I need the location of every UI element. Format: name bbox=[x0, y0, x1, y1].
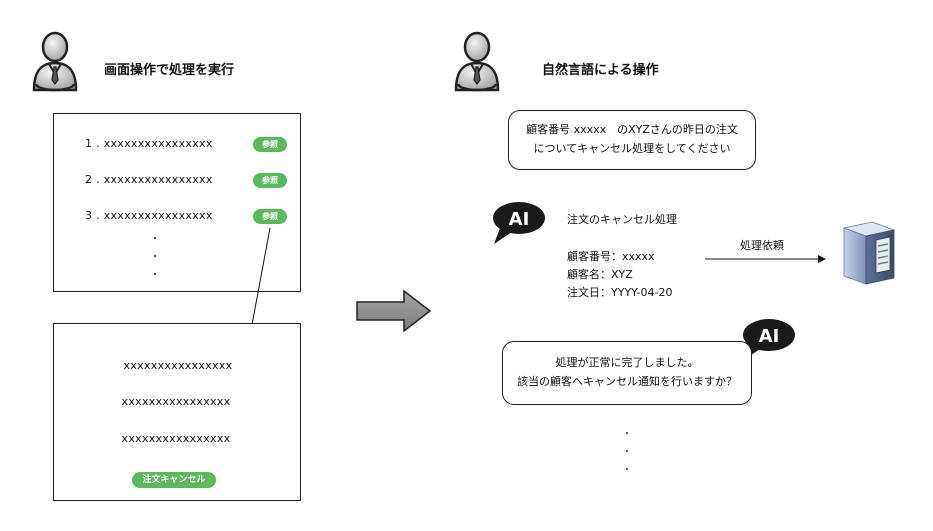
ai-response-line1: 処理が正常に完了しました。 bbox=[555, 356, 699, 369]
list-screen-panel: 1 . xxxxxxxxxxxxxxxx 参照 2 . xxxxxxxxxxxx… bbox=[53, 113, 301, 292]
detail-field: xxxxxxxxxxxxxxxx bbox=[121, 432, 231, 445]
detail-field: xxxxxxxxxxxxxxxx bbox=[121, 395, 231, 408]
ai-response-bubble: 処理が正常に完了しました。 該当の顧客へキャンセル通知を行いますか？ bbox=[502, 341, 752, 405]
list-item-text: 3 . xxxxxxxxxxxxxxxx bbox=[85, 209, 213, 222]
reference-button[interactable]: 参照 bbox=[253, 173, 287, 188]
detail-field: xxxxxxxxxxxxxxxx bbox=[123, 359, 233, 372]
server-icon bbox=[842, 221, 896, 285]
user-request-line2: についてキャンセル処理をしてください bbox=[533, 142, 731, 155]
ai-label: AI bbox=[759, 326, 780, 347]
right-section-title: 自然言語による操作 bbox=[542, 63, 659, 78]
reference-button[interactable]: 参照 bbox=[253, 137, 287, 152]
right-arrow-icon bbox=[356, 289, 432, 333]
ai-field: 顧客番号：xxxxx bbox=[567, 250, 655, 263]
user-request-bubble: 顧客番号 xxxxx のXYZさんの昨日の注文 についてキャンセル処理をしてくだ… bbox=[508, 110, 756, 170]
ellipsis-dot bbox=[154, 255, 156, 257]
ai-field: 顧客名：XYZ bbox=[567, 268, 633, 281]
order-detail-panel: xxxxxxxxxxxxxxxx xxxxxxxxxxxxxxxx xxxxxx… bbox=[53, 323, 301, 501]
ellipsis-dot bbox=[154, 273, 156, 275]
ai-task-heading: 注文のキャンセル処理 bbox=[567, 213, 677, 226]
ai-response-line2: 該当の顧客へキャンセル通知を行いますか？ bbox=[517, 375, 737, 388]
user-request-line1: 顧客番号 xxxxx のXYZさんの昨日の注文 bbox=[526, 123, 738, 136]
reference-button[interactable]: 参照 bbox=[253, 209, 287, 224]
left-section-title: 画面操作で処理を実行 bbox=[104, 63, 235, 78]
ai-label: AI bbox=[509, 209, 530, 230]
ai-field: 注文日：YYYY-04-20 bbox=[567, 286, 673, 299]
list-item-text: 1 . xxxxxxxxxxxxxxxx bbox=[85, 137, 213, 150]
person-icon bbox=[32, 31, 78, 92]
arrow-label: 処理依頼 bbox=[740, 239, 784, 252]
ellipsis-dot bbox=[626, 468, 628, 470]
list-item-text: 2 . xxxxxxxxxxxxxxxx bbox=[85, 173, 213, 186]
ai-speech-bubble-icon: AI bbox=[493, 202, 545, 244]
ellipsis-dot bbox=[626, 432, 628, 434]
person-icon bbox=[454, 31, 500, 92]
ellipsis-dot bbox=[154, 237, 156, 239]
ellipsis-dot bbox=[626, 450, 628, 452]
order-cancel-button[interactable]: 注文キャンセル bbox=[132, 472, 216, 488]
